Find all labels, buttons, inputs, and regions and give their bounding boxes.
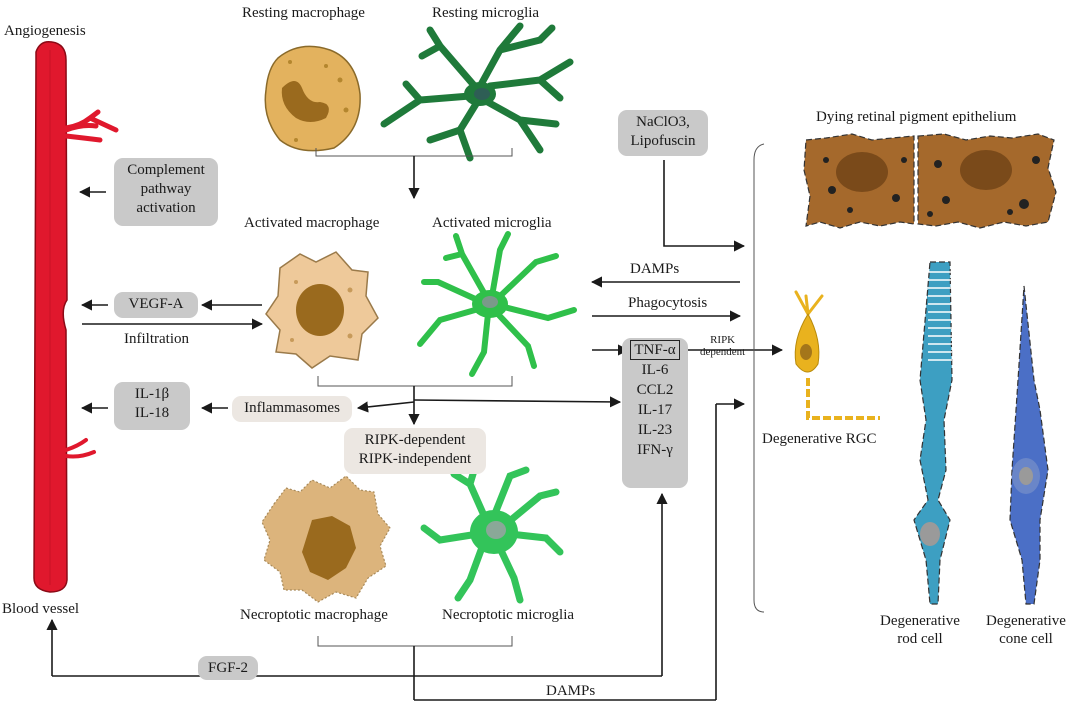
interleukin-box: IL-1β IL-18: [114, 382, 190, 430]
resting-microglia-cell: [380, 22, 574, 162]
activated-macrophage-label: Activated macrophage: [244, 215, 380, 231]
resting-microglia-label: Resting microglia: [432, 5, 540, 21]
blood-vessel-label: Blood vessel: [2, 601, 80, 617]
degenerative-cone-label: Degenerative cone cell: [986, 613, 1066, 647]
damps-bottom-label: DAMPs: [546, 683, 596, 699]
dying-rpe-cells: [803, 133, 1057, 229]
degenerative-rod-cell: [913, 261, 953, 605]
activated-macrophage-cell: [265, 251, 379, 369]
degenerative-rod-label: Degenerative rod cell: [880, 613, 960, 647]
il-17-item: IL-17: [637, 402, 673, 418]
ccl2-item: CCL2: [636, 382, 674, 398]
fgf-2-box: FGF-2: [198, 656, 258, 680]
activated-microglia-cell: [417, 231, 577, 377]
damps-top-label: DAMPs: [630, 261, 680, 277]
resting-macrophage-label: Resting macrophage: [242, 5, 365, 21]
ripk-dependent-label: RIPK dependent: [700, 334, 746, 358]
il-23-item: IL-23: [637, 422, 673, 438]
necroptotic-microglia-label: Necroptotic microglia: [442, 607, 575, 623]
degenerative-rgc-cell: [794, 290, 880, 420]
necroptotic-macrophage-label: Necroptotic macrophage: [240, 607, 388, 623]
infiltration-label: Infiltration: [124, 331, 189, 347]
blood-vessel: [33, 40, 119, 593]
naclo3-lipofuscin-box: NaClO3, Lipofuscin: [618, 110, 708, 156]
necroptotic-microglia-cell: [420, 460, 564, 604]
tnf-alpha-item: TNF-α: [630, 340, 680, 360]
degenerative-cone-cell: [1009, 285, 1049, 605]
phagocytosis-label: Phagocytosis: [628, 295, 708, 311]
complement-pathway-box: Complement pathway activation: [114, 158, 218, 226]
resting-macrophage-cell: [264, 45, 361, 152]
il-6-item: IL-6: [641, 362, 669, 378]
inflammasomes-box: Inflammasomes: [232, 396, 352, 422]
angiogenesis-label: Angiogenesis: [4, 23, 86, 39]
dying-rpe-label: Dying retinal pigment epithelium: [816, 109, 1017, 125]
ripk-pathways-box: RIPK-dependent RIPK-independent: [344, 428, 486, 474]
cytokines-box: TNF-α IL-6 CCL2 IL-17 IL-23 IFN-γ: [622, 338, 688, 488]
vegf-a-box: VEGF-A: [114, 292, 198, 318]
activated-microglia-label: Activated microglia: [432, 215, 552, 231]
ifn-gamma-item: IFN-γ: [637, 442, 673, 458]
necroptotic-macrophage-cell: [261, 475, 391, 603]
degenerative-rgc-label: Degenerative RGC: [762, 431, 877, 447]
